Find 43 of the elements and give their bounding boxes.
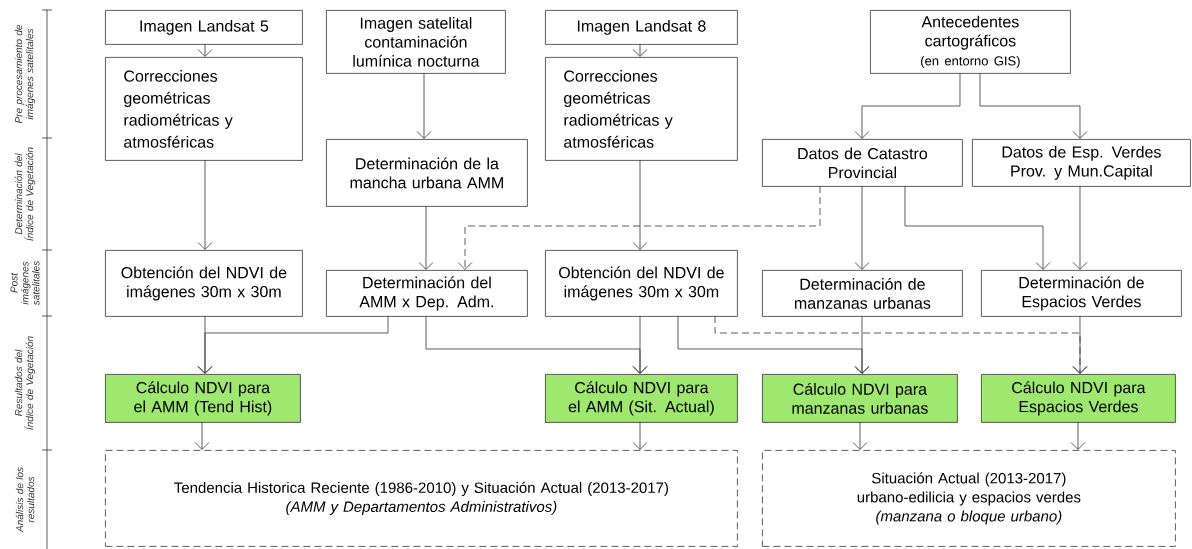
arrow bbox=[904, 185, 1051, 270]
arrow bbox=[852, 421, 868, 450]
arrow bbox=[854, 72, 961, 139]
band-label: Post imágenes satelitales bbox=[10, 260, 40, 306]
arrow bbox=[632, 159, 648, 250]
arrow bbox=[632, 315, 648, 374]
band-label: Determinación del Índice de Vegetación bbox=[14, 147, 36, 241]
process-box: Imagen satelital contaminación lumínica nocturna bbox=[326, 10, 506, 74]
arrow bbox=[854, 315, 870, 374]
process-box: Obtención del NDVI de imágenes 30m x 30m bbox=[545, 250, 738, 317]
band-label: Resultados del Índice de Vegetación bbox=[14, 336, 36, 430]
band-label: Pre procesamiento de imágenes satelitales bbox=[14, 24, 36, 124]
process-box: Datos de Catastro Provincial bbox=[762, 139, 963, 187]
arrow bbox=[1070, 421, 1086, 450]
result-box: Cálculo NDVI para el AMM (Sit. Actual) bbox=[545, 374, 738, 423]
process-box: Correcciones geométricas radiométricas y atmosféricas bbox=[105, 57, 303, 161]
process-box: Correcciones geométricas radiométricas y atmosféricas bbox=[545, 57, 738, 161]
band-label: Análisis de los resultados bbox=[15, 467, 35, 533]
result-box: Cálculo NDVI para Espacios Verdes bbox=[981, 374, 1176, 423]
arrow bbox=[1072, 185, 1088, 270]
arrow bbox=[416, 72, 432, 139]
result-box: Cálculo NDVI para manzanas urbanas bbox=[762, 374, 958, 423]
process-box: Imagen Landsat 5 bbox=[105, 10, 303, 45]
process-box: Obtención del NDVI de imágenes 30m x 30m bbox=[105, 250, 303, 317]
process-box: Determinación de manzanas urbanas bbox=[762, 270, 963, 317]
process-box: Determinación del AMM x Dep. Adm. bbox=[326, 270, 528, 317]
process-box: Antecedentes cartográficos (en entorno GIS) bbox=[870, 10, 1071, 74]
analysis-box: Situación Actual (2013-2017) urbano-edilicia y espacios verdes (manzana o bloque urbano) bbox=[762, 450, 1176, 547]
arrow bbox=[194, 421, 210, 450]
result-box: Cálculo NDVI para el AMM (Tend Hist) bbox=[105, 374, 301, 423]
arrow bbox=[197, 315, 389, 374]
arrow bbox=[979, 72, 1088, 139]
process-box: Imagen Landsat 8 bbox=[545, 10, 738, 45]
process-box: Datos de Esp. Verdes Prov. y Mun.Capital bbox=[972, 139, 1191, 187]
analysis-box: Tendencia Historica Reciente (1986-2010) y Situación Actual (2013-2017) (AMM y Departamentos Administrativos) bbox=[105, 450, 738, 547]
arrow bbox=[457, 185, 821, 270]
arrow bbox=[854, 185, 870, 270]
arrow bbox=[1072, 315, 1088, 374]
arrow bbox=[632, 421, 648, 450]
process-box: Determinación de Espacios Verdes bbox=[981, 270, 1182, 317]
arrow bbox=[418, 205, 434, 270]
arrow bbox=[197, 159, 213, 250]
process-box: Determinación de la mancha urbana AMM bbox=[326, 139, 528, 207]
